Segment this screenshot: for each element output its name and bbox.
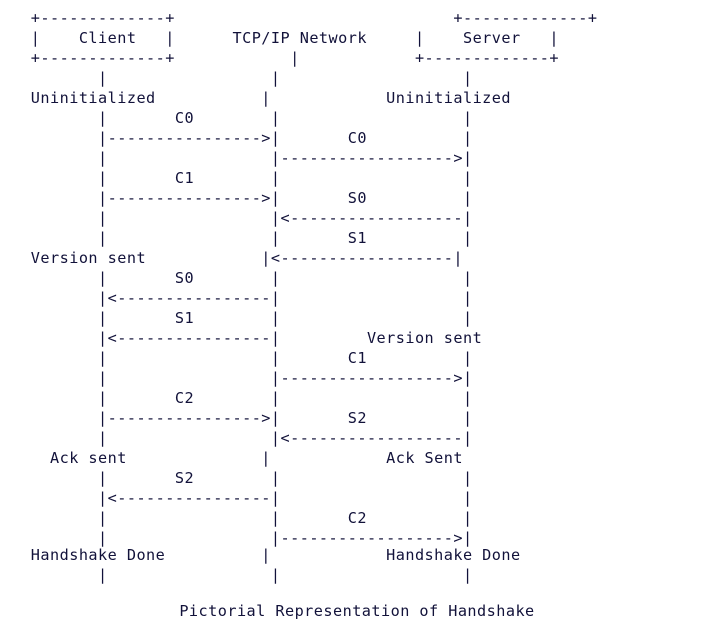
ascii-row-label-s1-left: | S1 | | (2, 309, 473, 327)
ascii-row-label-c2-left: | C2 | | (2, 389, 473, 407)
ascii-row-state-version-sent-left: Version sent |<------------------| (2, 249, 463, 267)
ascii-row-arrow-c0-right: | |------------------>| (2, 149, 473, 167)
ascii-row-state-ack-sent: Ack sent | Ack Sent (2, 449, 463, 467)
ascii-row-arrow-c1-left: |---------------->| S0 | (2, 189, 473, 207)
ascii-row-state-handshake-done: Handshake Done | Handshake Done (2, 546, 521, 564)
ascii-row-lifelines-last: | | | (2, 566, 473, 584)
ascii-row-state-uninitialized: Uninitialized | Uninitialized (2, 89, 511, 107)
ascii-row-arrow-s2-left: |<----------------| | (2, 489, 473, 507)
ascii-row-arrow-s0-left: |<----------------| | (2, 289, 473, 307)
ascii-row-arrow-s2-right: | |<------------------| (2, 429, 473, 447)
ascii-row-arrow-c2-left: |---------------->| S2 | (2, 409, 473, 427)
ascii-row-arrow-s1-left: |<----------------| Version sent (2, 329, 483, 347)
ascii-row-arrow-s0-right: | |<------------------| (2, 209, 473, 227)
ascii-row-label-c2-right: | | C2 | (2, 509, 473, 527)
ascii-row-label-s0-left: | S0 | | (2, 269, 473, 287)
ascii-row-label-c1-left: | C1 | | (2, 169, 473, 187)
ascii-row-arrow-c2-right: | |------------------>| (2, 529, 473, 547)
ascii-row-label-s1-right: | | S1 | (2, 229, 473, 247)
figure-caption: Pictorial Representation of Handshake (179, 602, 535, 620)
ascii-row-client-box-top: +-------------+ +-------------+ (2, 9, 598, 27)
ascii-row-arrow-c1-right: | |------------------>| (2, 369, 473, 387)
ascii-row-lifelines-1: | | | (2, 69, 473, 87)
ascii-row-box-bottoms: +-------------+ | +-------------+ (2, 49, 560, 67)
ascii-row-label-c1-right: | | C1 | (2, 349, 473, 367)
ascii-row-label-s2-left: | S2 | | (2, 469, 473, 487)
ascii-row-arrow-c0-left: |---------------->| C0 | (2, 129, 473, 147)
ascii-row-column-titles: | Client | TCP/IP Network | Server | (2, 29, 560, 47)
ascii-row-label-c0-left: | C0 | | (2, 109, 473, 127)
